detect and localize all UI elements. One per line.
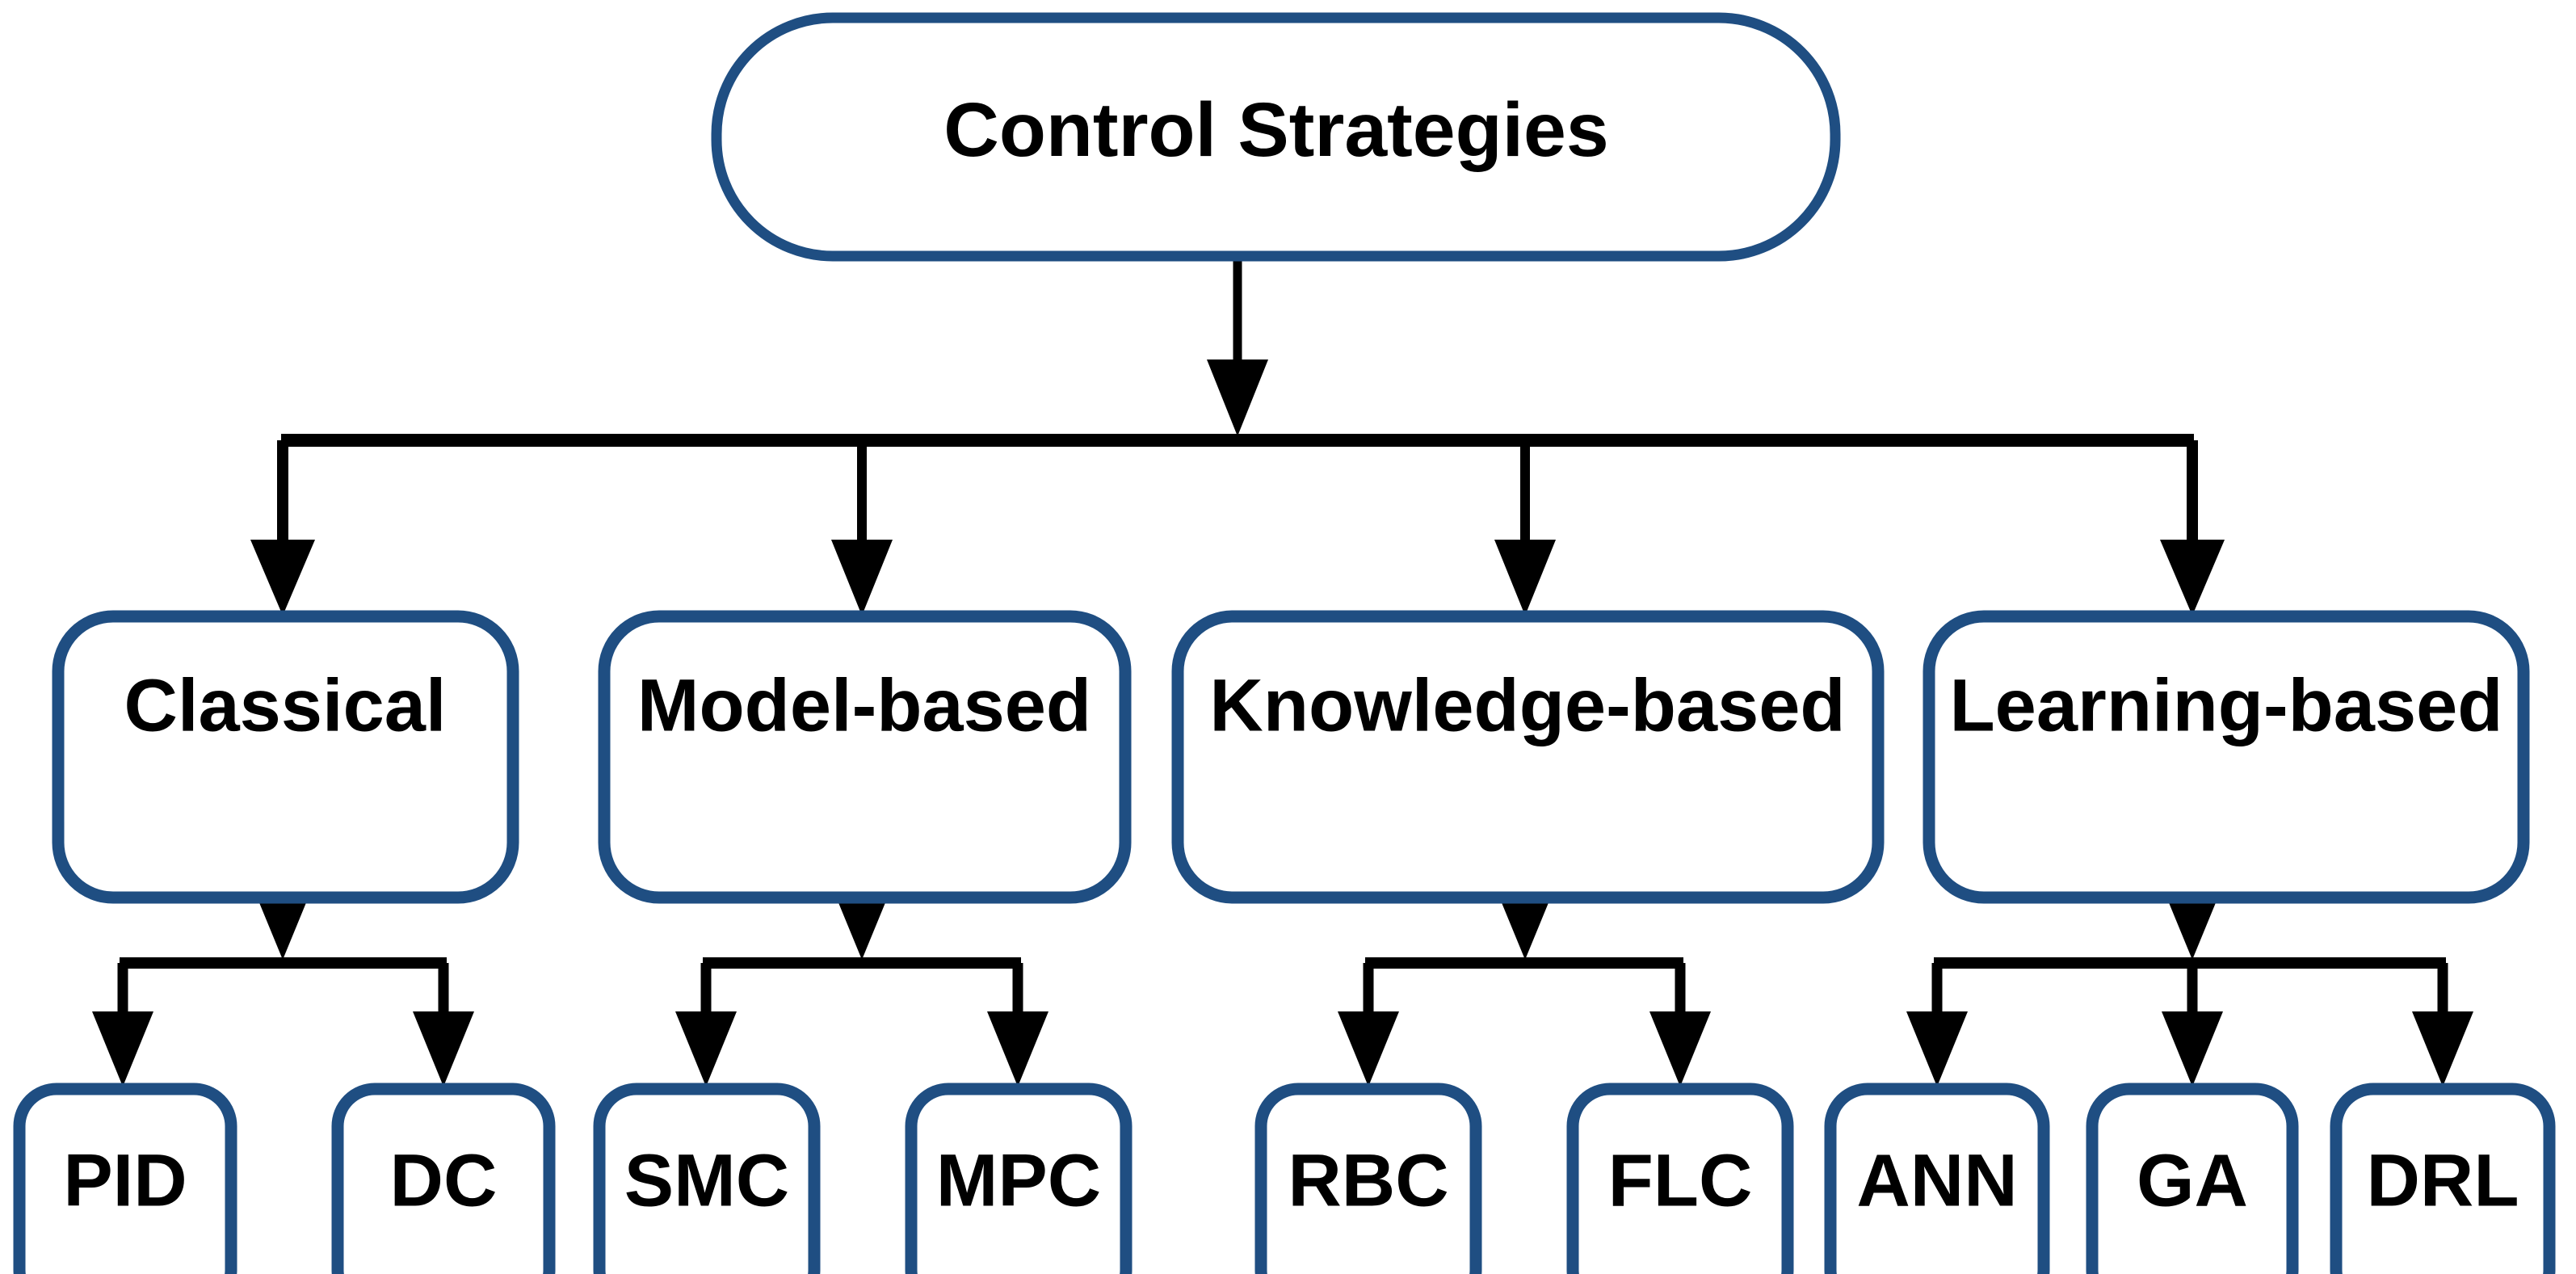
connector-classical-subtree (92, 887, 474, 1087)
node-knowledge-based-shape (1171, 610, 1885, 904)
arrowhead-ga (2162, 1011, 2223, 1087)
connector-root-to-bus (1207, 257, 1268, 436)
arrowhead-mpc (987, 1011, 1048, 1087)
arrowhead-smc (675, 1011, 737, 1087)
node-learning-based-label: Learning-based (1949, 664, 2502, 746)
arrowhead-knowledge-based-stem (1495, 887, 1555, 960)
node-control-strategies-label: Control Strategies (943, 87, 1608, 173)
connector-learning-based-subtree (1906, 887, 2473, 1087)
arrowhead-model-based-stem (832, 887, 892, 960)
node-rbc-shape (1254, 1083, 1482, 1274)
node-mpc-shape (905, 1083, 1133, 1274)
node-learning-based[interactable]: Learning-based (1923, 610, 2530, 904)
node-smc[interactable]: SMC (593, 1083, 821, 1274)
arrowhead-root-to-bus (1207, 359, 1268, 436)
node-dc-shape (331, 1083, 556, 1274)
node-model-based[interactable]: Model-based (598, 610, 1132, 904)
arrowhead-learning-based-stem (2162, 887, 2222, 960)
node-model-based-shape (598, 610, 1132, 904)
arrowhead-flc (1649, 1011, 1711, 1087)
connector-bus-to-learning-based (2160, 440, 2225, 616)
node-rbc[interactable]: RBC (1254, 1083, 1482, 1274)
node-mpc-label: MPC (936, 1139, 1101, 1221)
node-smc-label: SMC (624, 1139, 789, 1221)
node-rbc-label: RBC (1288, 1139, 1448, 1221)
node-control-strategies[interactable]: Control Strategies (711, 12, 1841, 262)
node-flc[interactable]: FLC (1566, 1083, 1794, 1274)
connector-bus-to-knowledge-based (1494, 440, 1556, 616)
node-classical-label: Classical (124, 664, 447, 746)
node-dc[interactable]: DC (331, 1083, 556, 1274)
node-ann-label: ANN (1856, 1139, 2017, 1221)
node-knowledge-based[interactable]: Knowledge-based (1171, 610, 1885, 904)
node-pid-label: PID (63, 1139, 187, 1221)
node-control-strategies-shape (711, 12, 1841, 262)
arrowhead-learning-based (2160, 540, 2225, 616)
arrowhead-classical (250, 540, 315, 616)
node-ann-shape (1824, 1083, 2050, 1274)
node-ga-label: GA (2137, 1139, 2248, 1221)
node-model-based-label: Model-based (637, 664, 1091, 746)
node-classical[interactable]: Classical (52, 610, 519, 904)
arrowhead-model-based (831, 540, 893, 616)
node-drl[interactable]: DRL (2330, 1083, 2556, 1274)
arrowhead-rbc (1338, 1011, 1399, 1087)
node-dc-label: DC (390, 1139, 498, 1221)
node-ann[interactable]: ANN (1824, 1083, 2050, 1274)
connector-group (92, 257, 2473, 1087)
connector-bus-to-classical (250, 440, 315, 616)
arrowhead-pid (92, 1011, 153, 1087)
node-classical-shape (52, 610, 519, 904)
arrowhead-knowledge-based (1494, 540, 1556, 616)
node-ga-shape (2086, 1083, 2299, 1274)
node-flc-shape (1566, 1083, 1794, 1274)
arrowhead-ann (1906, 1011, 1968, 1087)
node-smc-shape (593, 1083, 821, 1274)
arrowhead-drl (2412, 1011, 2473, 1087)
node-drl-shape (2330, 1083, 2556, 1274)
node-flc-label: FLC (1608, 1139, 1753, 1221)
connector-knowledge-based-subtree (1338, 887, 1711, 1087)
node-mpc[interactable]: MPC (905, 1083, 1133, 1274)
node-ga[interactable]: GA (2086, 1083, 2299, 1274)
arrowhead-classical-stem (253, 887, 313, 960)
connector-model-based-subtree (675, 887, 1048, 1087)
node-learning-based-shape (1923, 610, 2530, 904)
node-pid[interactable]: PID (13, 1083, 237, 1274)
node-knowledge-based-label: Knowledge-based (1209, 664, 1845, 746)
connector-bus-to-model-based (831, 440, 893, 616)
node-drl-label: DRL (2366, 1139, 2519, 1221)
arrowhead-dc (413, 1011, 474, 1087)
node-pid-shape (13, 1083, 237, 1274)
